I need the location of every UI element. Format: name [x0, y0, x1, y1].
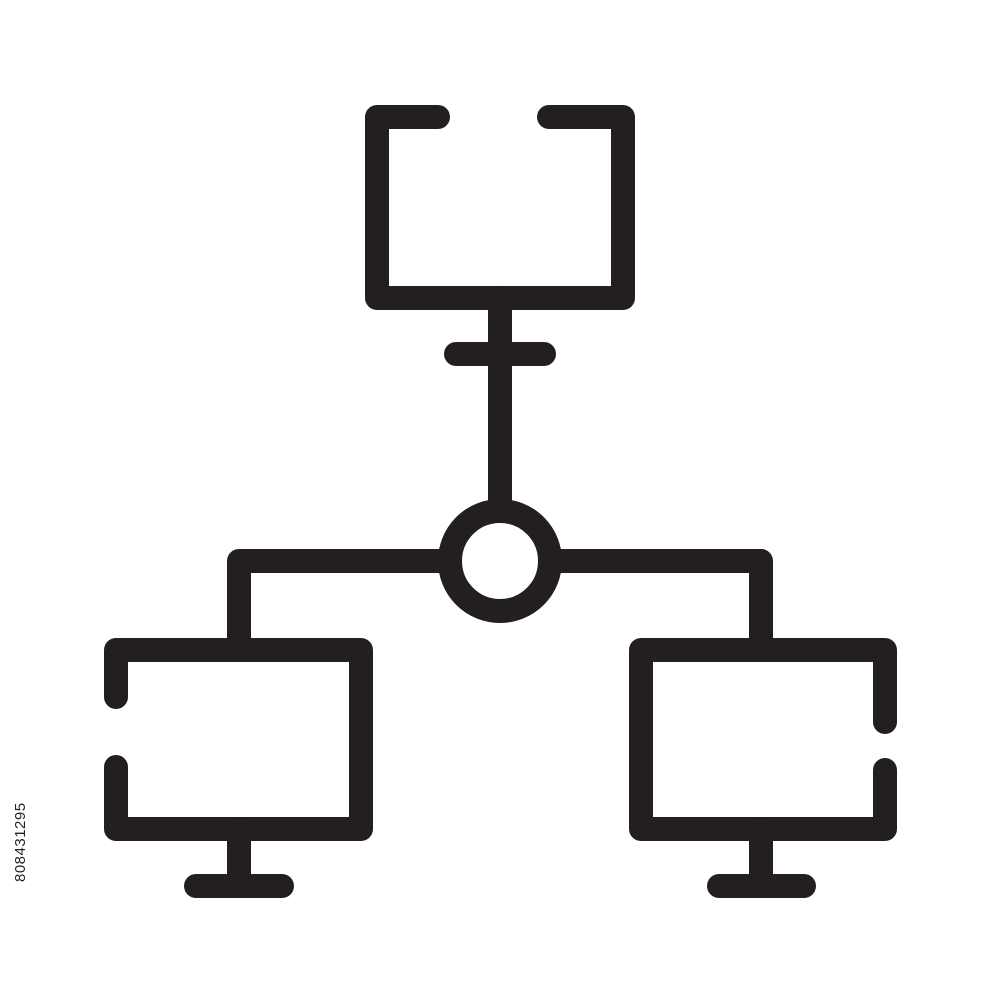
right-monitor-frame	[629, 638, 897, 841]
top-monitor-stand-icon	[444, 286, 556, 514]
right-monitor-icon	[629, 638, 897, 898]
top-monitor-icon	[365, 105, 635, 310]
left-monitor-icon	[104, 638, 373, 898]
left-branch-line	[227, 549, 462, 662]
stock-id-label: 808431295	[12, 802, 29, 882]
left-monitor-frame	[104, 638, 373, 841]
hub-node-icon	[438, 499, 562, 623]
top-monitor-frame	[365, 105, 635, 310]
right-branch-line	[538, 549, 773, 662]
branch-connectors	[227, 549, 773, 662]
